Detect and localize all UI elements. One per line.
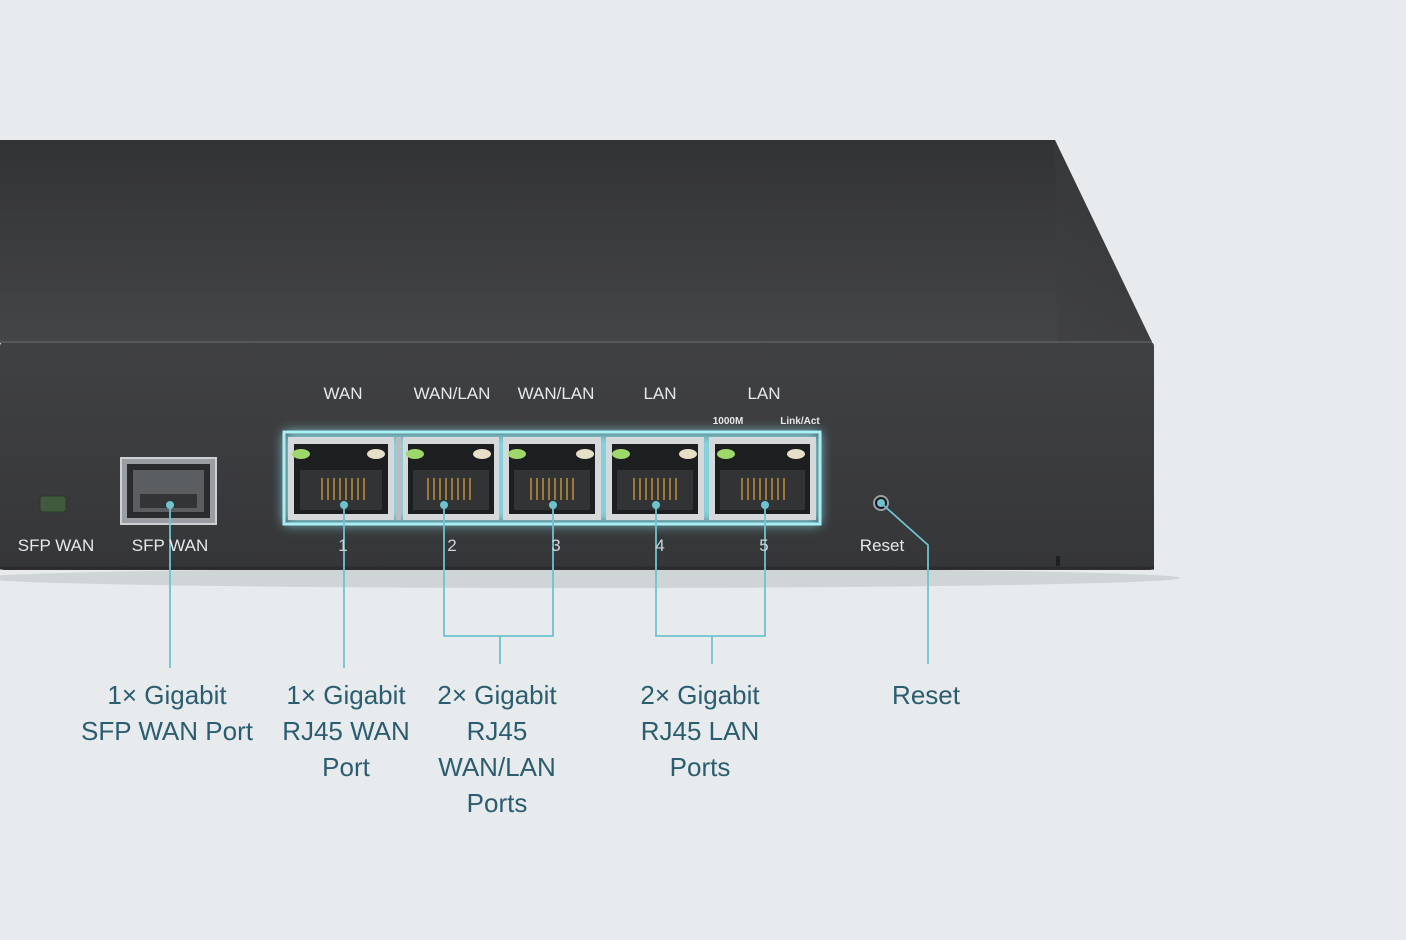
rj45-port-block xyxy=(282,430,822,526)
port-label-wan: WAN xyxy=(323,384,363,403)
led-label-link-act: Link/Act xyxy=(780,416,820,427)
port-number-1: 1 xyxy=(338,536,348,555)
port-number-2: 2 xyxy=(447,536,457,555)
rj45-port-2 xyxy=(403,437,499,520)
sfp-led-label: SFP WAN xyxy=(17,536,95,555)
port-number-3: 3 xyxy=(551,536,561,555)
leader-wanlan xyxy=(443,505,554,664)
sfp-status-led xyxy=(39,495,67,513)
led-label-1000m: 1000M xyxy=(712,416,744,427)
sfp-port-label: SFP WAN xyxy=(131,536,209,555)
port-number-4: 4 xyxy=(655,536,665,555)
callout-sfp-wan: 1× Gigabit SFP WAN Port xyxy=(81,680,253,746)
port-label-wanlan-3: WAN/LAN xyxy=(517,384,595,403)
leader-lan xyxy=(655,505,766,664)
reset-panel-label: Reset xyxy=(859,536,905,555)
rj45-port-5 xyxy=(709,437,816,520)
callout-rj45-lan: 2× Gigabit RJ45 LAN Ports xyxy=(640,680,760,782)
sfp-port xyxy=(120,457,217,525)
leader-reset xyxy=(880,502,929,664)
port-label-wanlan-2: WAN/LAN xyxy=(413,384,491,403)
callout-rj45-wanlan: 2× Gigabit RJ45 WAN/LAN Ports xyxy=(437,680,557,818)
chassis-shadow xyxy=(0,568,1180,588)
callout-rj45-wan: 1× Gigabit RJ45 WAN Port xyxy=(282,680,410,782)
leader-lines xyxy=(169,502,929,668)
port-number-5: 5 xyxy=(759,536,769,555)
chassis-top xyxy=(0,140,1152,342)
port-label-lan-5: LAN xyxy=(747,384,781,403)
port-label-lan-4: LAN xyxy=(643,384,677,403)
rj45-ports xyxy=(288,437,816,520)
callout-reset: Reset xyxy=(892,680,960,710)
